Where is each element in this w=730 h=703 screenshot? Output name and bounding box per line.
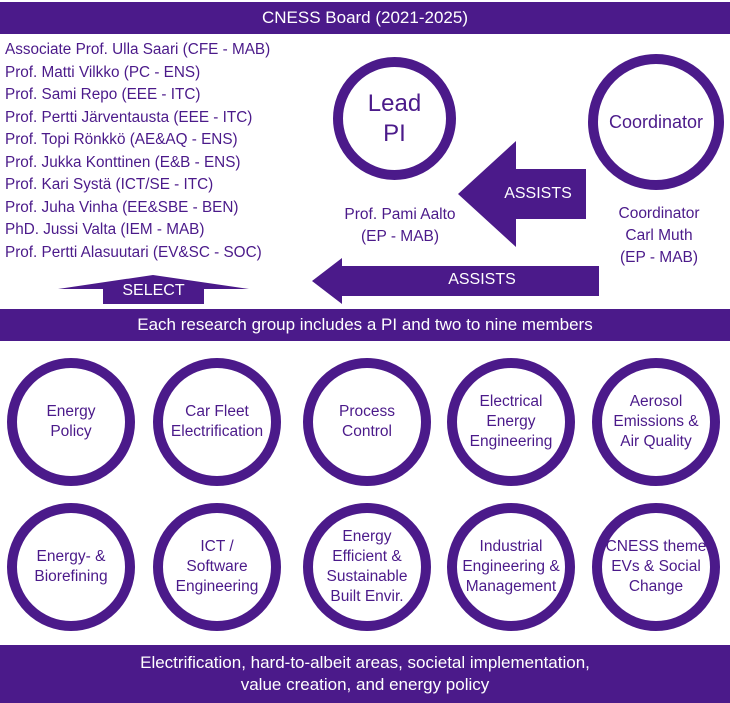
- group-label: CNESS theme EVs & Social Change: [605, 538, 707, 595]
- select-label: SELECT: [122, 282, 185, 299]
- assists-lower-label: ASSISTS: [448, 271, 516, 288]
- group-label: Electrical Energy Engineering: [469, 393, 553, 450]
- lead-pi-name: Prof. Pami Aalto (EP - MAB): [344, 206, 456, 245]
- member-item: Prof. Kari Systä (ICT/SE - ITC): [5, 176, 214, 193]
- board-title-bar: CNESS Board (2021-2025): [0, 2, 730, 34]
- focus-areas-line-1: Electrification, hard-to-albeit areas, s…: [140, 653, 590, 672]
- member-item: Prof. Pertti Järventausta (EEE - ITC): [5, 108, 253, 126]
- group-electrical-energy-engineering: Electrical Energy Engineering: [447, 358, 575, 486]
- member-item: PhD. Jussi Valta (IEM - MAB): [5, 221, 205, 238]
- group-process-control: Process Control: [303, 358, 431, 486]
- group-label: Car Fleet Electrification: [170, 403, 264, 440]
- group-label: Process Control: [339, 403, 395, 440]
- member-item: Prof. Jukka Konttinen (E&B - ENS): [5, 153, 241, 171]
- group-label: Energy Efficient & Sustainable Built Env…: [326, 528, 408, 605]
- left-arrow-icon: [458, 141, 586, 247]
- left-arrow-icon: [312, 258, 599, 304]
- group-label: Industrial Engineering & Management: [462, 538, 560, 595]
- research-group-text: Each research group includes a PI and tw…: [137, 315, 593, 334]
- group-industrial-engineering-management: Industrial Engineering & Management: [447, 503, 575, 631]
- member-item: Prof. Topi Rönkkö (AE&AQ - ENS): [5, 131, 238, 148]
- member-item: Prof. Matti Vilkko (PC - ENS): [5, 63, 201, 81]
- group-evs-social-change: CNESS theme EVs & Social Change: [592, 503, 720, 631]
- group-ict-software-engineering: ICT / Software Engineering: [153, 503, 281, 631]
- group-label: Energy Policy: [46, 403, 96, 440]
- board-title: CNESS Board (2021-2025): [261, 8, 468, 27]
- assists-upper-label: ASSISTS: [504, 185, 572, 202]
- lead-pi-circle: Lead PI: [333, 57, 456, 180]
- group-energy-policy: Energy Policy: [7, 358, 135, 486]
- member-item: Prof. Juha Vinha (EE&SBE - BEN): [5, 198, 239, 216]
- coordinator-label: Coordinator: [608, 111, 704, 132]
- member-item: Prof. Pertti Alasuutari (EV&SC - SOC): [5, 243, 262, 261]
- assists-arrow-upper: ASSISTS: [458, 141, 586, 247]
- member-item: Associate Prof. Ulla Saari (CFE - MAB): [5, 41, 271, 58]
- lead-pi-label: Lead PI: [367, 89, 422, 147]
- group-aerosol-emissions-air-quality: Aerosol Emissions & Air Quality: [592, 358, 720, 486]
- coordinator-name: Coordinator Carl Muth (EP - MAB): [618, 205, 700, 266]
- research-group-bar: Each research group includes a PI and tw…: [0, 309, 730, 341]
- group-label: ICT / Software Engineering: [175, 538, 259, 595]
- select-arrow: SELECT: [58, 275, 249, 304]
- group-energy-efficient-built-environment: Energy Efficient & Sustainable Built Env…: [303, 503, 431, 631]
- assists-arrow-lower: ASSISTS: [312, 258, 599, 304]
- coordinator-circle: Coordinator: [588, 54, 724, 190]
- group-car-fleet-electrification: Car Fleet Electrification: [153, 358, 281, 486]
- group-label: Aerosol Emissions & Air Quality: [613, 393, 699, 450]
- member-item: Prof. Sami Repo (EEE - ITC): [5, 86, 201, 103]
- board-members-list: Associate Prof. Ulla Saari (CFE - MAB) P…: [5, 39, 335, 264]
- up-arrow-icon: [58, 275, 249, 304]
- group-energy-biorefining: Energy- & Biorefining: [7, 503, 135, 631]
- focus-areas-line-2: value creation, and energy policy: [240, 675, 490, 694]
- focus-areas-bar: Electrification, hard-to-albeit areas, s…: [0, 645, 730, 703]
- group-label: Energy- & Biorefining: [34, 548, 108, 585]
